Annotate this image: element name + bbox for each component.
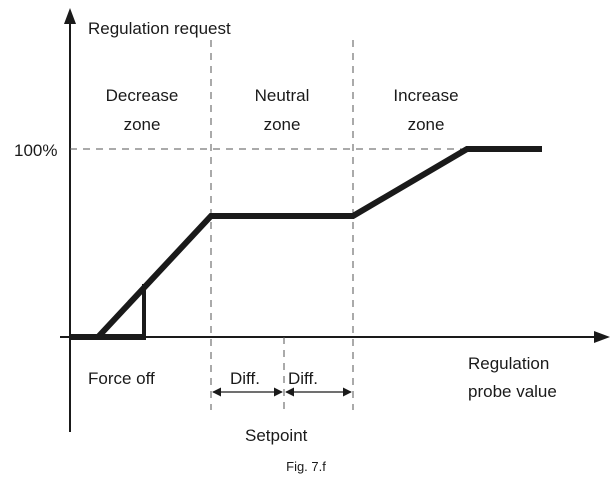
regulation-curve bbox=[70, 146, 542, 340]
y-axis-label: Regulation request bbox=[88, 19, 231, 38]
figure-caption: Fig. 7.f bbox=[286, 459, 326, 474]
x-axis bbox=[60, 331, 610, 343]
y-axis bbox=[64, 8, 76, 432]
y-tick-100: 100% bbox=[14, 141, 57, 160]
neutral-zone-label-1: Neutral bbox=[255, 86, 310, 105]
force-off-label: Force off bbox=[88, 369, 155, 388]
y-axis-arrow-icon bbox=[64, 8, 76, 24]
decrease-zone-label-1: Decrease bbox=[106, 86, 179, 105]
diff-right-label: Diff. bbox=[288, 369, 318, 388]
decrease-zone-label-2: zone bbox=[124, 115, 161, 134]
increase-zone-label-1: Increase bbox=[393, 86, 458, 105]
setpoint-label: Setpoint bbox=[245, 426, 308, 445]
x-axis-label-line2: probe value bbox=[468, 382, 557, 401]
x-axis-label-line1: Regulation bbox=[468, 354, 549, 373]
force-off-marker bbox=[97, 284, 146, 340]
increase-zone-label-2: zone bbox=[408, 115, 445, 134]
neutral-zone-label-2: zone bbox=[264, 115, 301, 134]
diff-left-label: Diff. bbox=[230, 369, 260, 388]
x-axis-arrow-icon bbox=[594, 331, 610, 343]
